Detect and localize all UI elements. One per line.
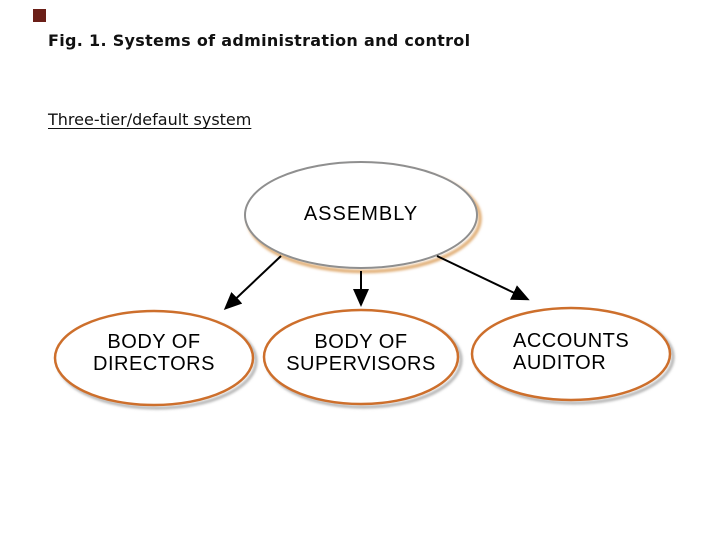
node-label-supervisors-line2: SUPERVISORS bbox=[286, 353, 436, 375]
slide-corner-square bbox=[33, 9, 46, 22]
node-label-directors-line1: BODY OF bbox=[107, 331, 201, 353]
arrow-assembly-to-auditor bbox=[436, 255, 530, 301]
auditor-ellipse bbox=[470, 306, 672, 402]
node-label-supervisors: BODY OF SUPERVISORS bbox=[251, 331, 471, 375]
supervisors-ellipse bbox=[262, 308, 460, 406]
node-label-directors-line2: DIRECTORS bbox=[93, 353, 215, 375]
assembly-ellipse bbox=[244, 161, 478, 269]
node-label-auditor-line1: ACCOUNTS bbox=[513, 330, 630, 352]
node-label-auditor: ACCOUNTS AUDITOR bbox=[513, 330, 673, 374]
section-heading: Three-tier/default system bbox=[48, 110, 252, 129]
node-label-directors: BODY OF DIRECTORS bbox=[54, 331, 254, 375]
node-label-auditor-line2: AUDITOR bbox=[513, 352, 607, 374]
figure-title: Fig. 1. Systems of administration and co… bbox=[48, 31, 471, 50]
node-label-supervisors-line1: BODY OF bbox=[314, 331, 408, 353]
node-label-assembly: ASSEMBLY bbox=[303, 203, 419, 225]
directors-ellipse bbox=[53, 309, 255, 407]
arrow-assembly-to-directors bbox=[223, 255, 282, 311]
